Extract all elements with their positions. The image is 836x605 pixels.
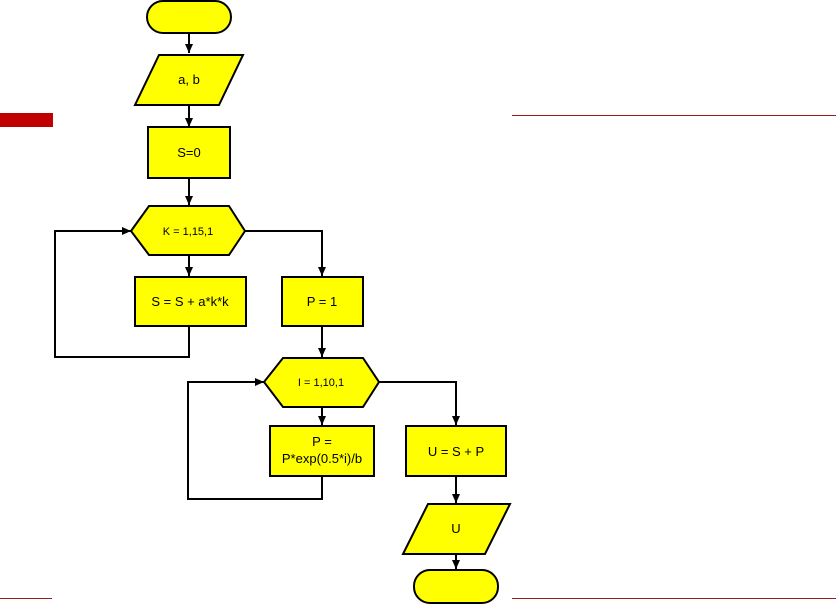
p-update-label-line1: P = — [312, 434, 332, 449]
bottom-rule-left — [0, 598, 52, 599]
edge-loopi-result — [379, 381, 460, 425]
input-label: a, b — [178, 72, 200, 87]
end-terminator — [413, 569, 499, 604]
sum-label: S = S + a*k*k — [151, 294, 229, 309]
edge-loopk-pinit — [245, 230, 326, 276]
loop-k-node — [129, 205, 247, 256]
loop-i-label: I = 1,10,1 — [298, 377, 344, 389]
output-node — [401, 503, 512, 555]
p-update-label-line2: P*exp(0.5*i)/b — [282, 451, 362, 466]
start-terminator — [146, 0, 232, 34]
result-node — [405, 425, 507, 477]
edge-sum-loopback — [54, 227, 190, 358]
result-label: U = S + P — [428, 444, 484, 459]
output-label: U — [451, 521, 460, 536]
init-node — [147, 126, 231, 179]
edge-pupdate-loopback — [187, 378, 323, 500]
connectors — [54, 33, 460, 569]
sum-node — [134, 276, 247, 327]
top-rule — [512, 115, 836, 116]
init-label: S=0 — [177, 145, 201, 160]
loop-i-node — [262, 357, 381, 408]
bottom-rule-right — [512, 598, 836, 599]
p-init-label: P = 1 — [307, 294, 337, 309]
accent-bar — [0, 113, 53, 127]
p-update-node — [269, 425, 375, 477]
p-init-node — [281, 276, 364, 327]
input-node — [133, 54, 245, 106]
loop-k-label: K = 1,15,1 — [163, 226, 213, 238]
